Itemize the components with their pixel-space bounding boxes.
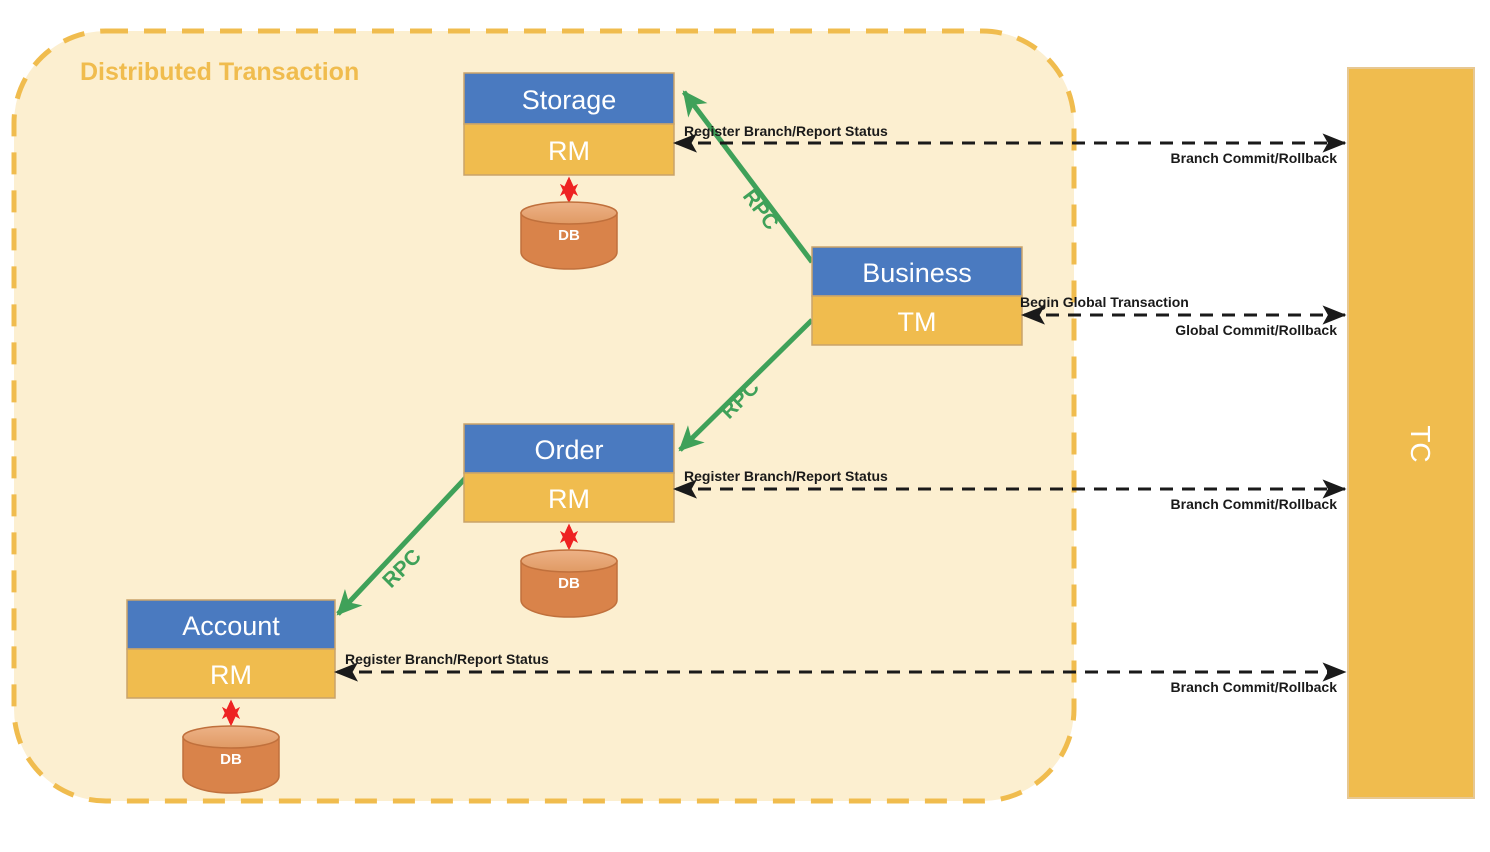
rpc-order-to-account-line[interactable]	[336, 469, 474, 616]
storage-db-label: DB	[558, 227, 580, 244]
account-title: Account	[182, 611, 280, 641]
account-role: RM	[210, 660, 252, 690]
edge-storage-tc[interactable]: Register Branch/Report Status Branch Com…	[673, 123, 1347, 166]
account-db-label: DB	[220, 751, 242, 768]
order-db-cylinder-top	[520, 549, 618, 573]
tc-label: TC	[1405, 425, 1436, 462]
order-db-label: DB	[558, 575, 580, 592]
order-db-cylinder-body[interactable]	[520, 560, 618, 618]
storage-db-cylinder-top	[520, 201, 618, 225]
edge-business-tc[interactable]: Begin Global Transaction Global Commit/R…	[1020, 294, 1347, 338]
storage-header[interactable]	[463, 72, 675, 125]
storage-title: Storage	[522, 85, 617, 115]
edge-account-tc-lower-label: Branch Commit/Rollback	[1171, 679, 1338, 695]
transaction-coordinator[interactable]: TC	[1347, 67, 1475, 799]
rpc-business-to-order-line[interactable]	[678, 318, 814, 452]
storage-role: RM	[548, 136, 590, 166]
order-database[interactable]: DB	[520, 549, 618, 618]
tc-bar[interactable]	[1347, 67, 1475, 799]
account-header[interactable]	[126, 599, 336, 650]
order-title: Order	[534, 435, 603, 465]
storage-service[interactable]: Storage RM	[463, 72, 675, 176]
storage-body[interactable]	[463, 123, 675, 176]
account-db-cylinder-body[interactable]	[182, 736, 280, 794]
account-service[interactable]: Account RM	[126, 599, 336, 699]
boundary-title: Distributed Transaction	[80, 58, 359, 86]
storage-database[interactable]: DB	[520, 201, 618, 270]
edge-account-tc-upper-label: Register Branch/Report Status	[345, 651, 549, 667]
edge-order-tc[interactable]: Register Branch/Report Status Branch Com…	[673, 468, 1347, 512]
account-db-cylinder-top	[182, 725, 280, 749]
storage-db-cylinder-body[interactable]	[520, 212, 618, 270]
edge-storage-tc-upper-label: Register Branch/Report Status	[684, 123, 888, 139]
edge-order-tc-upper-label: Register Branch/Report Status	[684, 468, 888, 484]
order-header[interactable]	[463, 423, 675, 474]
business-role: TM	[898, 307, 937, 337]
edge-account-tc[interactable]: Register Branch/Report Status Branch Com…	[334, 651, 1347, 695]
order-role: RM	[548, 484, 590, 514]
business-body[interactable]	[811, 295, 1023, 346]
business-service[interactable]: Business TM	[811, 246, 1023, 346]
rpc-business-to-storage-line[interactable]	[682, 90, 814, 264]
business-title: Business	[862, 258, 972, 288]
order-service[interactable]: Order RM	[463, 423, 675, 523]
order-body[interactable]	[463, 472, 675, 523]
edge-order-tc-lower-label: Branch Commit/Rollback	[1171, 496, 1338, 512]
edge-business-tc-upper-label: Begin Global Transaction	[1020, 294, 1189, 310]
edge-business-tc-lower-label: Global Commit/Rollback	[1175, 322, 1337, 338]
account-body[interactable]	[126, 648, 336, 699]
account-database[interactable]: DB	[182, 725, 280, 794]
edge-storage-tc-lower-label: Branch Commit/Rollback	[1171, 150, 1338, 166]
